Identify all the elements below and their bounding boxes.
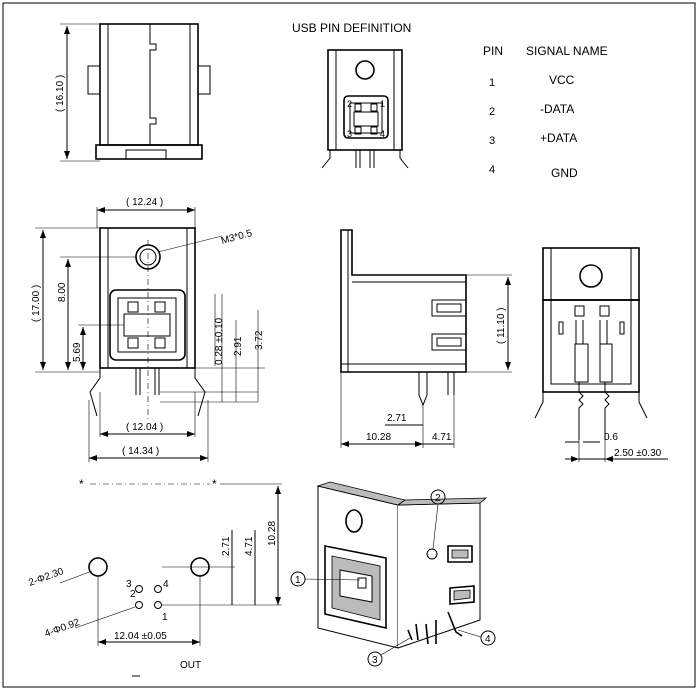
front-hole-height-dim: 8.00	[57, 282, 68, 302]
side-dim-271: 2.71	[387, 413, 407, 424]
pin-header: PIN	[483, 44, 503, 58]
pin-row-1-signal: VCC	[549, 73, 575, 87]
pcb-pin-3	[135, 585, 143, 593]
iso-callout-3-label: 3	[372, 655, 378, 666]
front-view: ( 12.24 ) M3*0.5 ( 17.00 ) 8.00	[31, 197, 265, 462]
iso-callout-4-label: 4	[485, 634, 491, 645]
pin-row-2-signal: -DATA	[540, 102, 574, 116]
front-width-1204-dim: ( 12.04 )	[126, 422, 163, 433]
iso-usb-port	[324, 545, 387, 630]
rear-dim-250: 2.50 ±0.30	[614, 448, 662, 459]
dim-028: 0.28 ±0.10	[214, 317, 225, 365]
pcb-out-label: OUT	[180, 660, 201, 671]
layout-mark-left: *	[79, 477, 84, 491]
pindef-label-3: 3	[347, 129, 352, 139]
pcb-pin-2-label: 2	[130, 589, 136, 600]
isometric-view: 2 1 3 4	[290, 481, 496, 667]
pcb-width-dim: 12.04 ±0.05	[114, 631, 167, 642]
front-height-total-dim: ( 17.00 )	[31, 285, 42, 322]
pin-row-4-signal: GND	[551, 166, 578, 180]
pin-row-3-signal: +DATA	[540, 131, 577, 145]
side-height-dim: ( 11.10 )	[496, 308, 507, 345]
pindef-label-4: 4	[380, 129, 385, 139]
pin-definition-view: 2 1 3 4	[321, 49, 409, 169]
signal-header: SIGNAL NAME	[526, 44, 608, 58]
pcb-pin-3-label: 3	[126, 579, 132, 590]
rear-dim-06: 0.6	[604, 432, 618, 443]
front-width-top-dim: ( 12.24 )	[126, 197, 163, 208]
usb-b-port	[343, 95, 389, 139]
dim-291: 2.91	[233, 336, 244, 356]
pcb-pin-4	[154, 585, 162, 593]
pin-row-3-pin: 3	[489, 135, 495, 147]
pin-row-1-pin: 1	[489, 77, 495, 89]
pindef-label-1: 1	[380, 99, 385, 109]
pin-row-4-pin: 4	[489, 164, 495, 176]
rear-view: 0.6 2.50 ±0.30	[534, 247, 668, 462]
front-width-1434-dim: ( 14.34 )	[122, 446, 159, 457]
thread-callout: M3*0.5	[220, 228, 254, 247]
pcb-hole-left	[88, 557, 108, 577]
sheet-border	[2, 2, 696, 688]
pin-row-2-pin: 2	[489, 106, 495, 118]
pindef-label-2: 2	[347, 99, 352, 109]
mount-hole	[355, 60, 375, 80]
pcb-pin-1	[154, 601, 162, 609]
pcb-big-hole-callout: 2-Φ2.30	[27, 566, 65, 589]
iso-callout-2-label: 2	[435, 493, 441, 504]
iso-callout-3	[367, 651, 383, 667]
dim-372: 3.72	[254, 330, 265, 350]
pin-table: PIN SIGNAL NAME 1 VCC 2 -DATA 3 +DATA 4 …	[483, 44, 608, 180]
side-view: ( 11.10 ) 2.71 10.28 4.71	[340, 229, 512, 448]
top-view: ( 16.10 )	[55, 23, 211, 162]
pcb-small-hole-callout: 4-Φ0.92	[43, 617, 81, 640]
rear-mount-hole	[579, 264, 603, 288]
iso-callout-1-label: 1	[295, 575, 301, 586]
iso-callout-4	[480, 630, 496, 646]
pcb-layout-view: * * 3 4 2 1 2-Φ2.30 4-Φ0.92 2.71 4.71 10…	[27, 477, 282, 677]
side-dim-471: 4.71	[432, 432, 452, 443]
drawing-title: USB PIN DEFINITION	[292, 21, 411, 35]
layout-mark-right: *	[212, 477, 217, 491]
pcb-dim-271: 2.71	[221, 536, 232, 556]
pcb-dim-471: 4.71	[244, 536, 255, 556]
iso-mount-hole	[345, 509, 363, 533]
pcb-pin-1-label: 1	[162, 612, 168, 623]
top-height-dim: ( 16.10 )	[55, 75, 66, 112]
pcb-pin-4-label: 4	[163, 579, 169, 590]
front-port-height-dim: 5.69	[72, 342, 83, 362]
side-dim-1028: 10.28	[366, 432, 391, 443]
pcb-dim-1028: 10.28	[267, 521, 278, 546]
pcb-pin-2	[135, 601, 143, 609]
